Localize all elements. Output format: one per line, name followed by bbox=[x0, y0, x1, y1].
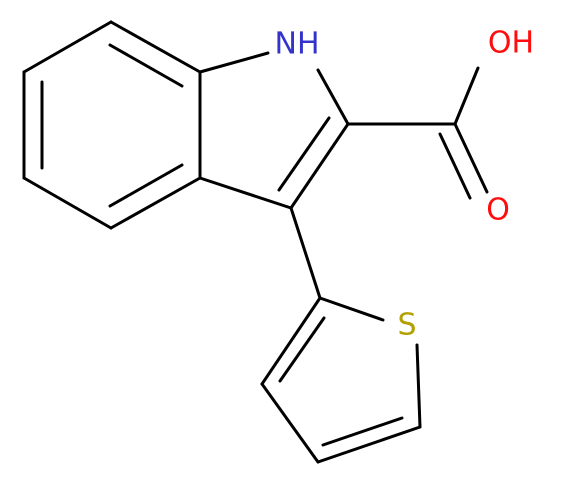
bond bbox=[260, 296, 322, 386]
bond bbox=[278, 316, 326, 383]
bond bbox=[316, 68, 350, 126]
bond bbox=[22, 20, 113, 74]
bond bbox=[109, 176, 202, 230]
bond bbox=[22, 176, 113, 230]
sulfur-label: S bbox=[397, 308, 416, 343]
bonds bbox=[22, 20, 489, 464]
bond bbox=[321, 416, 404, 447]
bond bbox=[289, 206, 322, 300]
bond bbox=[277, 116, 331, 192]
bond bbox=[438, 132, 472, 200]
atom-labels: NH OH O S bbox=[275, 26, 535, 343]
bond bbox=[289, 122, 350, 210]
bond bbox=[453, 66, 480, 126]
bond bbox=[108, 163, 184, 208]
bond bbox=[108, 43, 184, 88]
bond bbox=[453, 122, 489, 194]
carbonyl-oxygen-label: O bbox=[486, 193, 510, 228]
bond bbox=[109, 20, 202, 74]
nitrogen-label: NH bbox=[275, 27, 320, 62]
bond bbox=[318, 296, 385, 322]
hydroxyl-oxygen-label: OH bbox=[488, 26, 534, 61]
bond bbox=[198, 51, 270, 74]
bond bbox=[415, 343, 422, 429]
bond bbox=[198, 176, 293, 210]
bond bbox=[260, 382, 320, 464]
bond bbox=[316, 425, 422, 464]
